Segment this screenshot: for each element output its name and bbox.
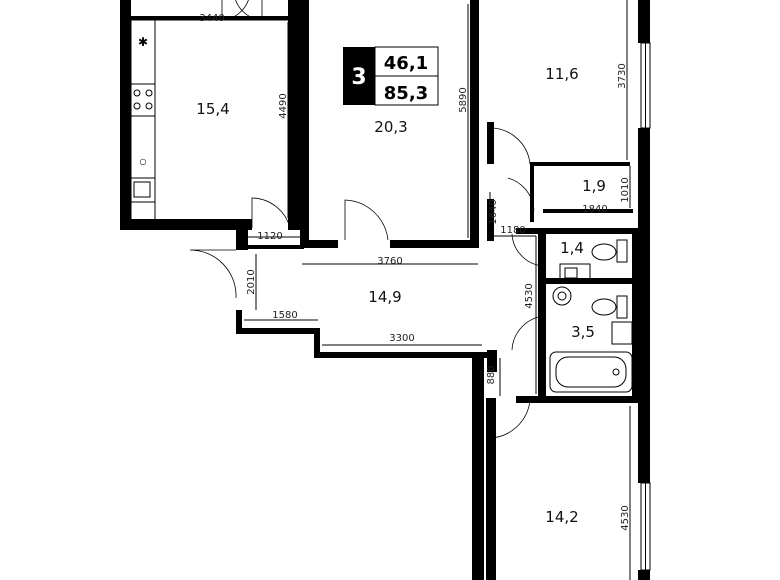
dim-kitchen-width: 3440 <box>199 13 224 24</box>
room-area-bathroom: 3,5 <box>571 323 595 341</box>
doors <box>189 0 545 439</box>
star-icon: ✱ <box>138 35 148 49</box>
room-area-living-room: 20,3 <box>374 118 407 136</box>
dim-storage-height: 1010 <box>620 177 631 202</box>
toilet-fixtures <box>559 239 628 281</box>
room-area-toilet: 1,4 <box>560 239 584 257</box>
dim-entry-depth: 1580 <box>272 310 297 321</box>
windows <box>640 42 651 571</box>
room-labels: 15,4 20,3 11,6 1,9 1,4 14,9 3,5 14,2 <box>196 65 606 526</box>
dim-corridor-gap: 1640 <box>488 199 499 224</box>
dimension-lines <box>132 0 631 580</box>
dim-kitchen-height: 4490 <box>278 93 289 118</box>
dim-bedroom-top-height: 3730 <box>617 63 628 88</box>
room-area-kitchen: 15,4 <box>196 100 229 118</box>
badge-room-count: 3 <box>351 65 366 90</box>
room-area-bedroom-top: 11,6 <box>545 65 578 83</box>
room-area-hall: 14,9 <box>368 288 401 306</box>
room-area-bedroom-bottom: 14,2 <box>545 508 578 526</box>
dim-entry-width: 1120 <box>257 231 282 242</box>
dim-entry-height: 2010 <box>246 269 257 294</box>
dim-living-height: 5890 <box>458 87 469 112</box>
dim-hall-width: 3760 <box>377 256 402 267</box>
dim-hall-lower-width: 3300 <box>389 333 414 344</box>
dim-bedroom-bottom-height: 4530 <box>620 505 631 530</box>
bathroom-fixtures <box>549 286 633 393</box>
kitchen-fixtures: ✱ ○ <box>130 19 156 221</box>
badge-living-area: 46,1 <box>384 53 428 74</box>
room-area-storage: 1,9 <box>582 177 606 195</box>
dim-wet-height: 4530 <box>524 283 535 308</box>
dim-bedroom-door-gap: 880 <box>486 365 497 384</box>
dim-corridor-width: 1180 <box>500 225 525 236</box>
walls <box>120 0 650 580</box>
badge-total-area: 85,3 <box>384 83 428 104</box>
dimension-labels: 3440 4490 5890 3730 1840 1010 1640 1180 … <box>199 13 631 531</box>
area-badge: 3 46,1 85,3 <box>343 46 439 106</box>
tap-icon: ○ <box>140 157 147 166</box>
dim-storage-width: 1840 <box>582 204 607 215</box>
